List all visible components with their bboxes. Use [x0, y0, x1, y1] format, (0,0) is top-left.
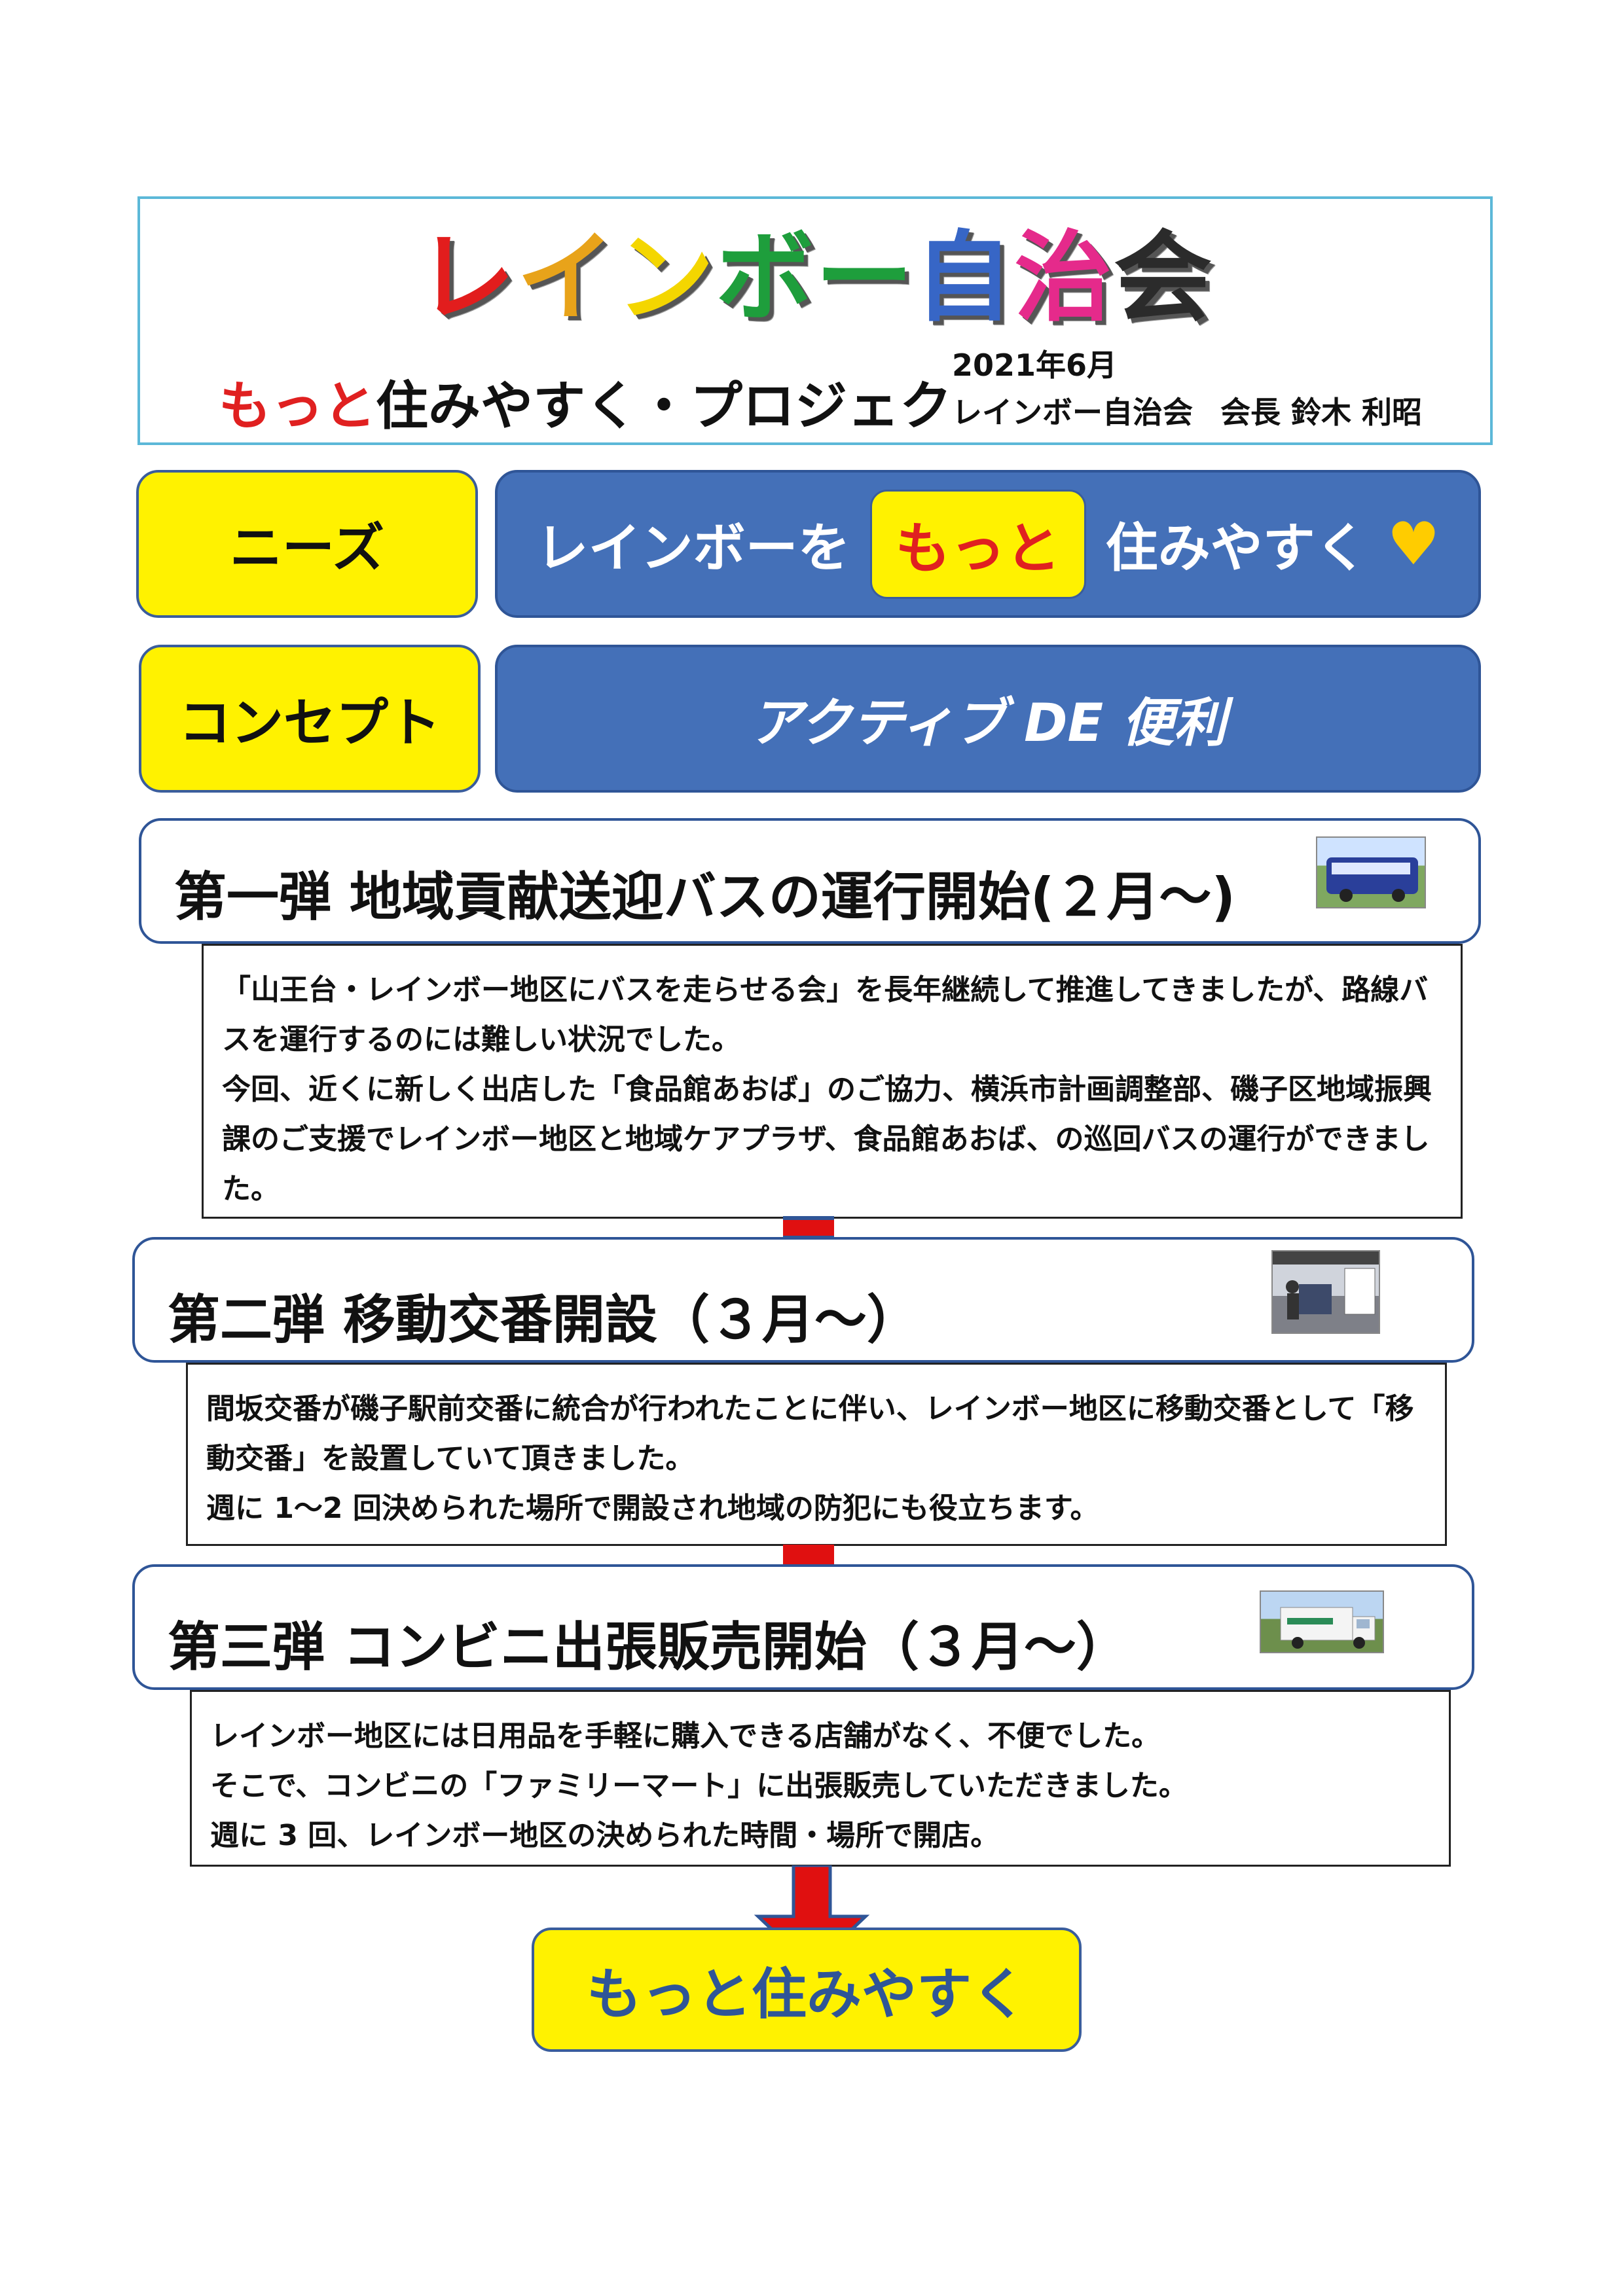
section-3-line: そこで、コンビニの「ファミリーマート」に出張販売していただきました。: [210, 1769, 1188, 1803]
section-2-title: 第二弾 移動交番開設（３月～）: [168, 1289, 919, 1350]
section-1-description: 「山王台・レインボー地区にバスを走らせる会」を長年継続して推進してきましたが、路…: [202, 944, 1463, 1219]
needs-label: ニーズ: [136, 470, 478, 618]
header-box: レインボー自治会 もっと住みやすく・プロジェク 2021年6月 レインボー自治会…: [137, 196, 1493, 445]
project-subtitle: もっと住みやすく・プロジェク: [219, 364, 952, 440]
section-1-title: 第一弾 地域貢献送迎バスの運行開始(２月～): [174, 867, 1235, 927]
title-char: ボ: [715, 221, 815, 335]
title-char: レ: [416, 221, 517, 335]
needs-panel: レインボーを もっと 住みやすく ♥: [495, 470, 1481, 618]
chairperson: 会長 鈴木 利昭: [1220, 395, 1423, 430]
needs-highlight: もっと: [869, 489, 1086, 599]
subtitle-accent: もっと: [219, 376, 376, 437]
section-1-header: 第一弾 地域貢献送迎バスの運行開始(２月～): [139, 818, 1481, 944]
police-booth-photo: [1271, 1250, 1380, 1334]
issue-date: 2021年6月: [952, 348, 1118, 383]
section-2-line: 間坂交番が磯子駅前交番に統合が行われたことに伴い、レインボー地区に移動交番として…: [206, 1392, 1414, 1475]
section-3-header: 第三弾 コンビニ出張販売開始（３月～）: [132, 1564, 1474, 1690]
section-2-header: 第二弾 移動交番開設（３月～）: [132, 1237, 1474, 1363]
delivery-van-photo: [1260, 1590, 1384, 1653]
bus-photo: [1316, 836, 1426, 908]
title-char: イ: [516, 221, 616, 335]
title-char: ン: [615, 221, 716, 335]
concept-label: コンセプト: [139, 645, 481, 793]
organization-name: レインボー自治会: [952, 395, 1193, 430]
title-char: ー: [815, 221, 915, 335]
connector-2: [783, 1545, 834, 1567]
title-char: 会: [1114, 221, 1214, 335]
section-3-title: 第三弾 コンビニ出張販売開始（３月～）: [168, 1617, 1129, 1677]
section-1-line: 今回、近くに新しく出店した「食品館あおば」のご協力、横浜市計画調整部、磯子区地域…: [222, 1073, 1432, 1206]
needs-text-after: 住みやすく: [1105, 518, 1368, 579]
section-3-description: レインボー地区には日用品を手軽に購入できる店舗がなく、不便でした。 そこで、コン…: [190, 1690, 1451, 1867]
section-1-line: 「山王台・レインボー地区にバスを走らせる会」を長年継続して推進してきましたが、路…: [222, 973, 1429, 1056]
heart-icon: ♥: [1387, 509, 1440, 579]
connector-1: [783, 1216, 834, 1240]
section-3-line: 週に 3 回、レインボー地区の決められた時間・場所で開店。: [210, 1819, 1000, 1852]
section-3-line: レインボー地区には日用品を手軽に購入できる店舗がなく、不便でした。: [210, 1719, 1161, 1753]
section-2-line: 週に 1～2 回決められた場所で開設され地域の防犯にも役立ちます。: [206, 1492, 1099, 1525]
subtitle-rest: 住みやすく・プロジェク: [376, 376, 952, 437]
title-char: 治: [1014, 221, 1114, 335]
concept-panel: アクティブ DE 便利: [495, 645, 1481, 793]
final-message: もっと住みやすく: [532, 1928, 1082, 2052]
page-title: レインボー自治会: [140, 229, 1490, 327]
title-char: 自: [915, 221, 1015, 335]
needs-text-before: レインボーを: [536, 518, 850, 579]
section-2-description: 間坂交番が磯子駅前交番に統合が行われたことに伴い、レインボー地区に移動交番として…: [186, 1363, 1447, 1546]
